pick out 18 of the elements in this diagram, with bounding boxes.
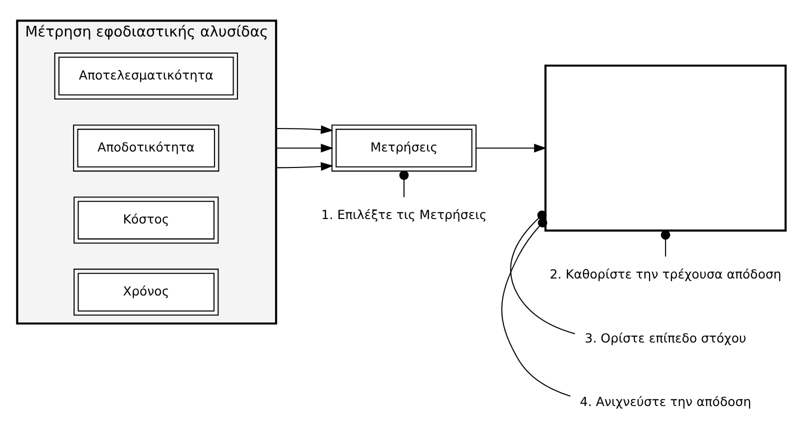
node-box: Αποτελεσματικότητα — [54, 52, 238, 100]
node-text: 4. Ανιχνεύστε την απόδοση — [580, 394, 752, 410]
node-box: Αποδοτικότητα — [73, 124, 220, 172]
connector — [510, 210, 576, 334]
node-text: 2. Καθορίστε την τρέχουσα απόδοση — [550, 266, 782, 282]
node-chart — [544, 64, 787, 232]
connector — [501, 218, 570, 397]
arrow — [276, 162, 334, 171]
arrow — [476, 144, 547, 152]
connector — [660, 230, 670, 257]
connector — [399, 170, 409, 198]
arrow — [276, 125, 334, 134]
node-box: Μετρήσεις — [331, 124, 477, 172]
node-box: Χρόνος — [74, 268, 219, 316]
node-text: 1. Επιλέξτε τις Μετρήσεις — [321, 207, 487, 222]
arrow — [276, 144, 334, 152]
node-box: Κόστος — [74, 196, 219, 244]
node-text: 3. Ορίστε επίπεδο στόχου — [584, 330, 746, 346]
